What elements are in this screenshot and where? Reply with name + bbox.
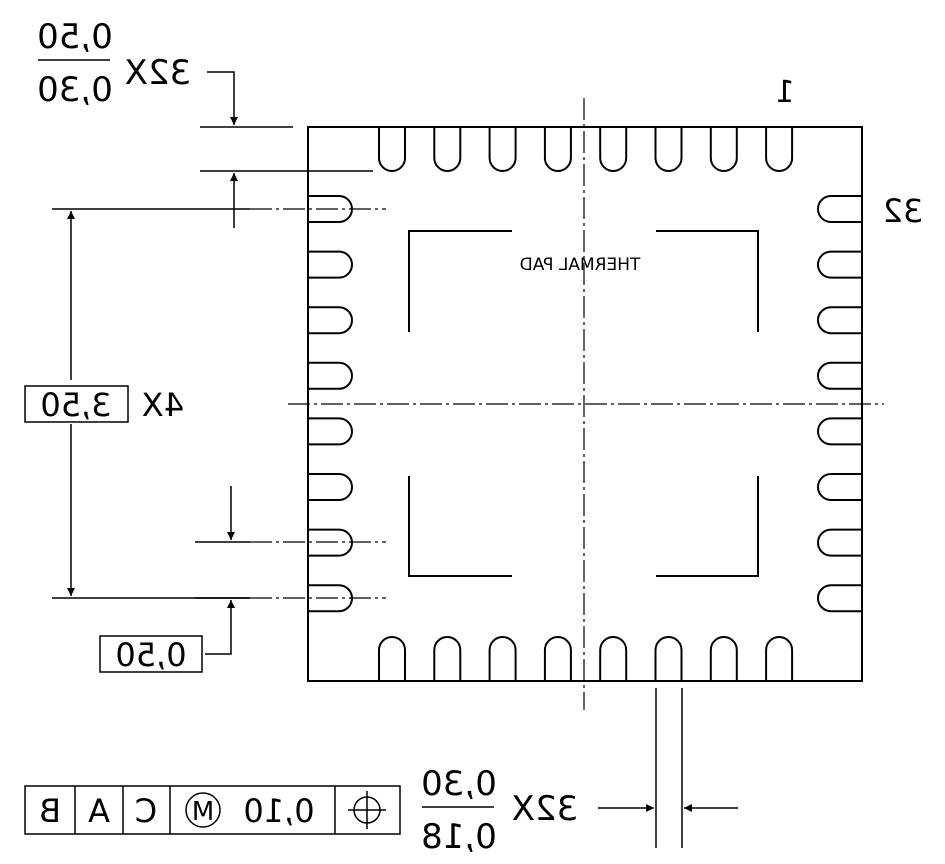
pitch-value: 0,50 <box>115 636 186 674</box>
pin-right-2 <box>817 250 862 279</box>
pin-top-3 <box>488 127 517 172</box>
pad-length-dimension <box>38 59 373 228</box>
pin-right-1 <box>817 195 862 223</box>
pin-top-5 <box>599 127 628 172</box>
pin-group <box>308 127 862 681</box>
pin-top-6 <box>654 127 683 172</box>
span-count: 4X <box>142 386 184 424</box>
pad-length-upper: 0,50 <box>37 17 113 57</box>
pin-left-2 <box>308 250 353 279</box>
lead-width-dimension <box>422 688 738 848</box>
pin-right-6 <box>817 473 862 501</box>
thermal-pad-corner-tr <box>656 230 759 332</box>
pin-left-5 <box>308 417 353 446</box>
pin-bottom-7 <box>709 636 738 681</box>
position-icon <box>348 791 386 829</box>
datum-b: B <box>39 792 61 830</box>
span-value: 3,50 <box>40 386 111 424</box>
pitch-dimension-lines <box>195 486 250 655</box>
center-lines <box>250 98 884 710</box>
pin-bottom-6 <box>654 636 683 681</box>
feature-control-frame <box>24 785 401 835</box>
thermal-pad-corner-tl <box>408 230 512 332</box>
pin-1-label: 1 <box>775 75 794 110</box>
lead-width-upper: 0,30 <box>421 764 497 804</box>
mmc-modifier-circle <box>185 792 221 828</box>
datum-c: C <box>135 792 157 830</box>
pin-right-4 <box>817 361 862 390</box>
pin-left-6 <box>308 473 353 501</box>
pad-length-count: 32X <box>125 53 192 93</box>
pin-bottom-4 <box>543 636 572 681</box>
datum-a: A <box>88 792 110 830</box>
pin-left-4 <box>308 361 353 390</box>
mmc-modifier: M <box>192 797 214 827</box>
lead-width-count: 32X <box>512 789 579 829</box>
pin-top-7 <box>709 127 738 172</box>
thermal-pad-label: THERMAL PAD <box>520 255 642 275</box>
pin-bottom-5 <box>599 636 628 681</box>
pin-left-3 <box>308 306 353 335</box>
pin-32-label: 32 <box>883 192 924 230</box>
pin-right-5 <box>817 417 862 446</box>
pin-top-4 <box>543 127 572 172</box>
thermal-pad-corners <box>408 230 759 577</box>
pitch-value-box <box>99 635 203 673</box>
pin-bottom-1 <box>378 636 406 681</box>
pin-bottom-8 <box>765 636 794 681</box>
thermal-pad-corner-br <box>656 476 759 577</box>
span-value-box <box>24 385 129 423</box>
pin-bottom-2 <box>433 636 462 681</box>
position-tolerance: 0,10 <box>243 792 314 830</box>
pin-right-3 <box>817 306 862 335</box>
thermal-pad-corner-bl <box>408 476 512 577</box>
pin-right-7 <box>817 528 862 557</box>
pin-top-8 <box>765 127 794 172</box>
pin-top-1 <box>378 127 406 172</box>
pin-right-8 <box>817 584 862 613</box>
lead-width-lower: 0,18 <box>421 817 497 857</box>
pin-top-2 <box>433 127 462 172</box>
pin-bottom-3 <box>488 636 517 681</box>
pad-length-lower: 0,30 <box>37 70 113 110</box>
